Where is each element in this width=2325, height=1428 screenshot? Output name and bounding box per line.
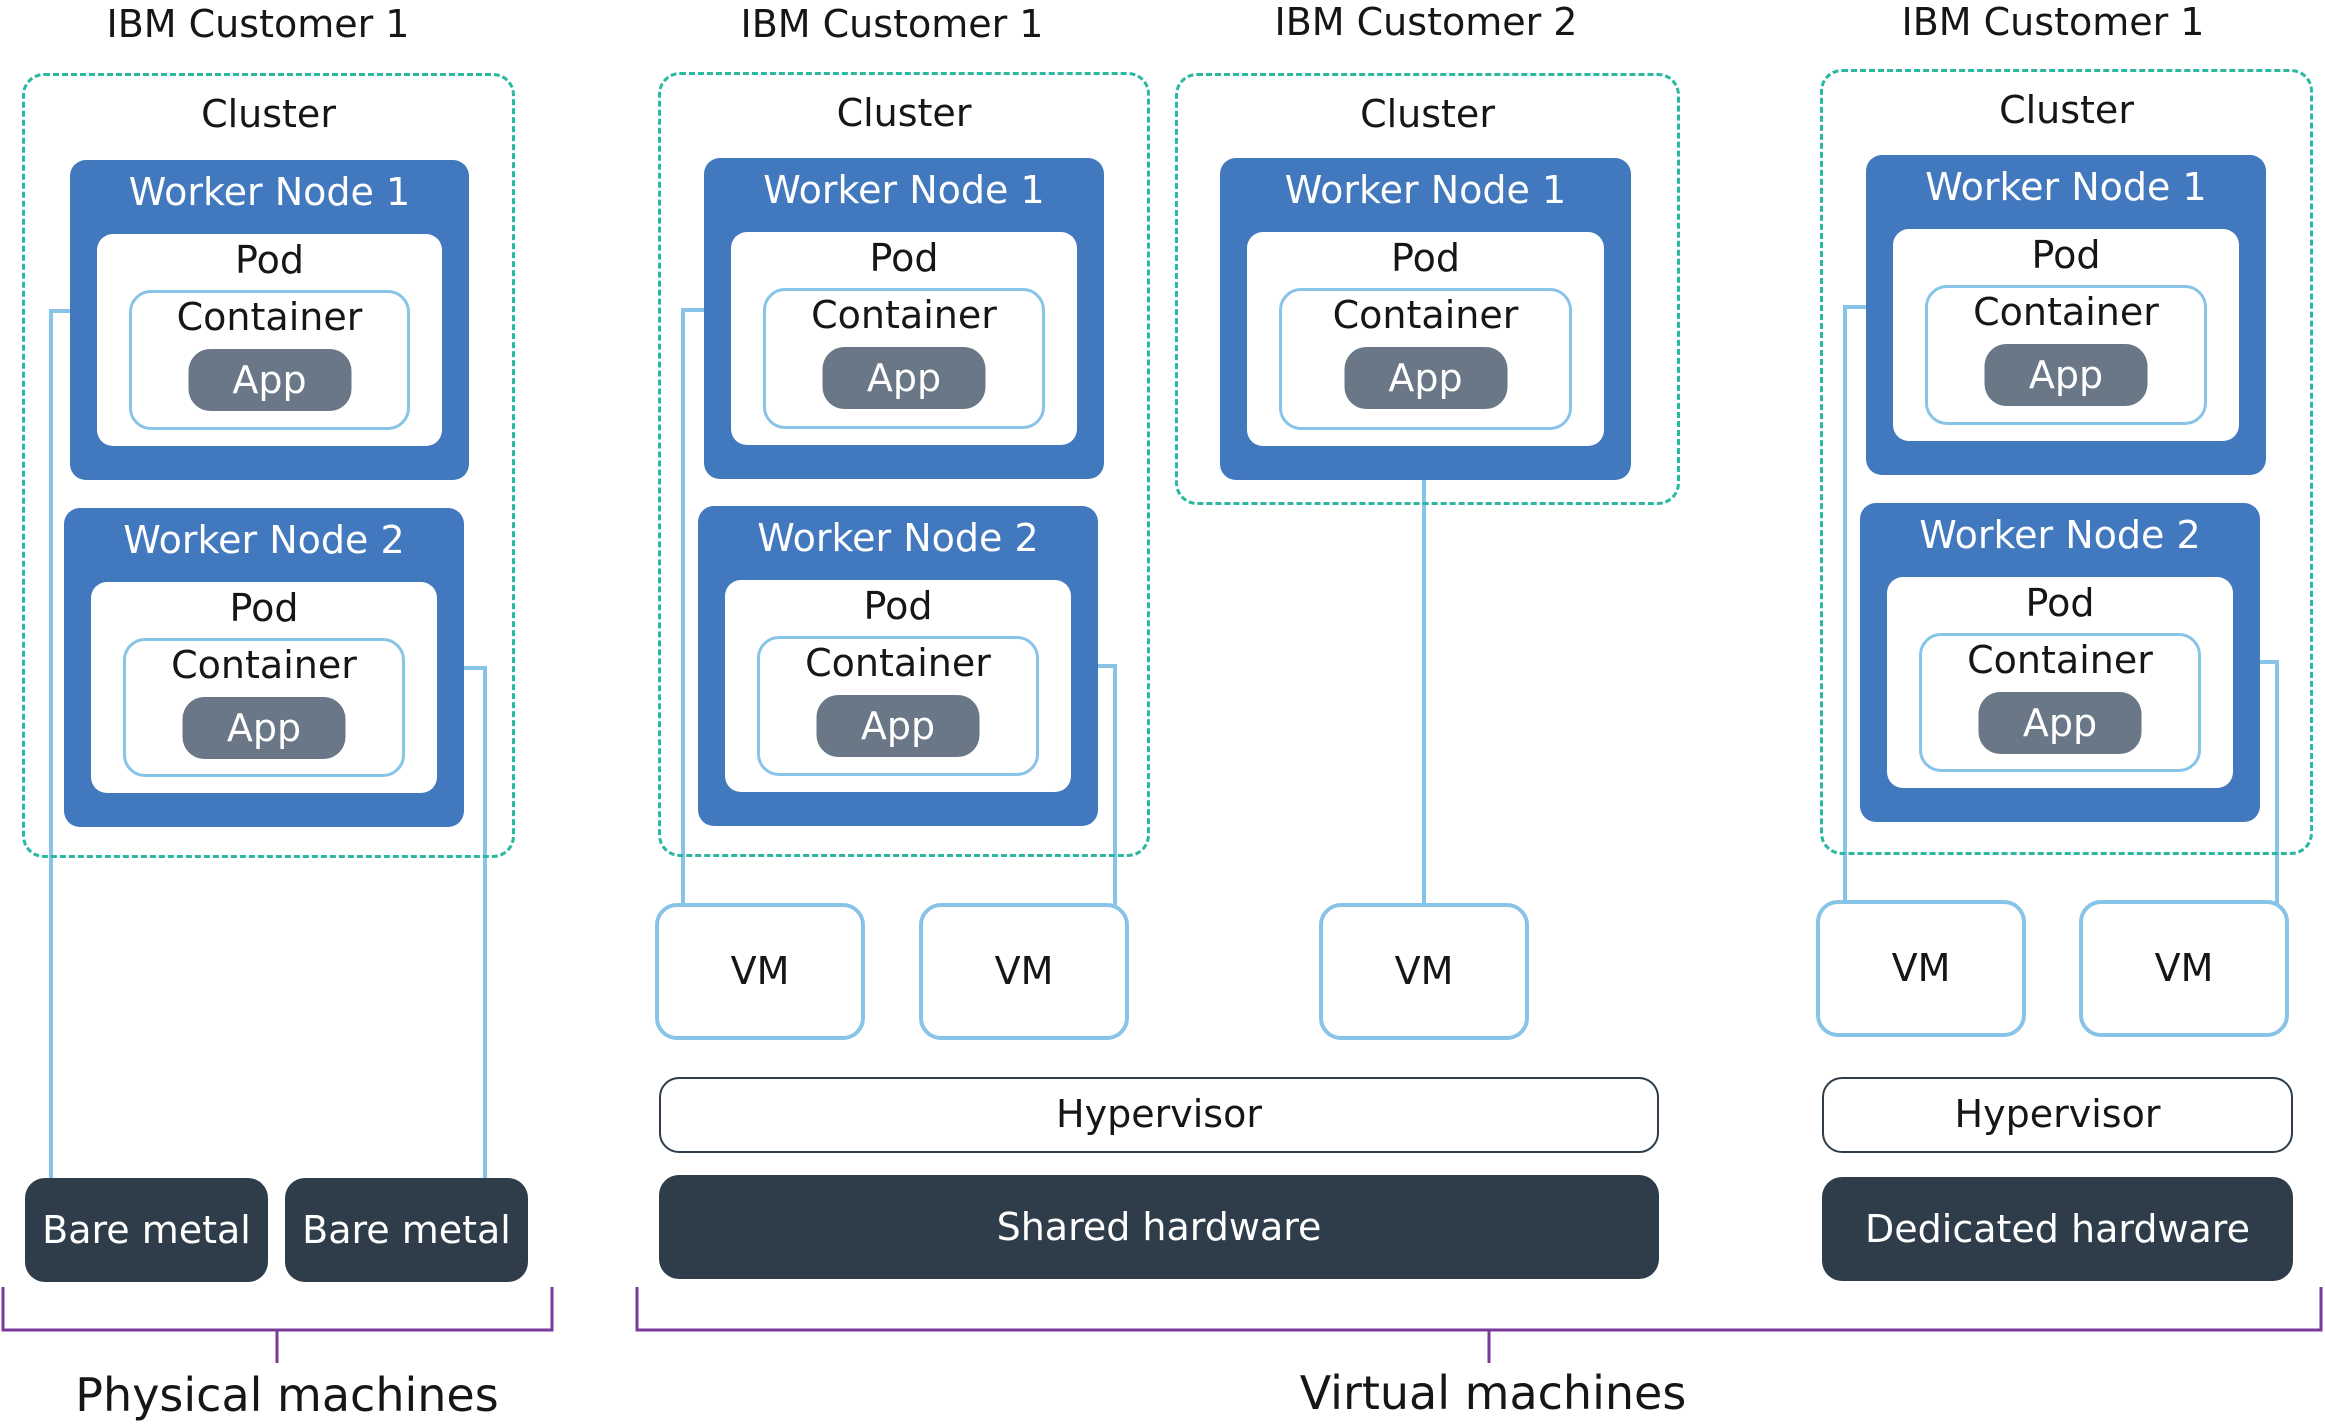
cluster: Cluster [1820, 69, 2313, 855]
pod: Pod Container App [97, 234, 442, 446]
worker-node: Worker Node 2 Pod Container App [64, 508, 464, 827]
connector-line [464, 666, 487, 1180]
hypervisor-box: Hypervisor [1822, 1077, 2293, 1153]
vm-box: VM [1319, 903, 1529, 1040]
worker-node: Worker Node 2 Pod Container App [1860, 503, 2260, 822]
container: Container App [763, 288, 1045, 429]
container: Container App [757, 636, 1039, 776]
app-badge: App [1344, 347, 1507, 409]
customer-label: IBM Customer 1 [106, 2, 410, 46]
worker-node-title: Worker Node 1 [1284, 168, 1567, 212]
pod: Pod Container App [1893, 229, 2239, 441]
worker-node-title: Worker Node 2 [1919, 513, 2201, 557]
pod-title: Pod [235, 238, 304, 282]
worker-node: Worker Node 1 Pod Container App [70, 160, 469, 480]
vm-box: VM [919, 903, 1129, 1040]
customer-label: IBM Customer 2 [1274, 0, 1578, 44]
app-badge: App [1978, 692, 2142, 754]
cluster: Cluster [658, 72, 1150, 857]
container: Container App [1919, 633, 2201, 772]
worker-node: Worker Node 2 Pod Container App [698, 506, 1098, 826]
worker-node: Worker Node 1 Pod Container App [1220, 158, 1631, 480]
virtual-bracket [635, 1287, 2323, 1332]
bare-metal-box: Bare metal [285, 1178, 528, 1282]
pod: Pod Container App [1887, 577, 2233, 788]
container-title: Container [1973, 290, 2159, 334]
app-badge: App [1984, 344, 2148, 406]
customer-label: IBM Customer 1 [1901, 0, 2205, 44]
pod-title: Pod [2025, 581, 2095, 625]
vm-box: VM [2079, 900, 2289, 1037]
container-title: Container [176, 295, 363, 339]
connector-line [1098, 664, 1117, 910]
pod-title: Pod [869, 236, 939, 280]
cluster-title: Cluster [836, 91, 972, 135]
app-badge: App [822, 347, 986, 409]
container: Container App [123, 638, 405, 777]
cluster-title: Cluster [1360, 92, 1495, 136]
cluster: Cluster [1175, 73, 1680, 505]
virtual-machines-label: Virtual machines [1299, 1366, 1687, 1420]
shared-hardware-box: Shared hardware [659, 1175, 1659, 1279]
container-title: Container [811, 293, 997, 337]
container: Container App [1925, 285, 2207, 425]
connector-line [49, 309, 70, 1180]
app-badge: App [816, 695, 980, 757]
physical-bracket [1, 1287, 554, 1332]
pod: Pod Container App [725, 580, 1071, 792]
container-title: Container [171, 643, 357, 687]
worker-node-title: Worker Node 1 [1925, 165, 2207, 209]
app-badge: App [188, 349, 351, 411]
cluster-title: Cluster [1999, 88, 2134, 132]
hypervisor-box: Hypervisor [659, 1077, 1659, 1153]
pod: Pod Container App [731, 232, 1077, 445]
worker-node: Worker Node 1 Pod Container App [704, 158, 1104, 479]
dedicated-hardware-box: Dedicated hardware [1822, 1177, 2293, 1281]
pod: Pod Container App [91, 582, 437, 793]
pod-title: Pod [2031, 233, 2101, 277]
pod-title: Pod [863, 584, 933, 628]
physical-machines-label: Physical machines [75, 1368, 499, 1422]
pod-title: Pod [1391, 236, 1460, 280]
customer-label: IBM Customer 1 [740, 2, 1044, 46]
container-title: Container [1332, 293, 1519, 337]
connector-line [1843, 305, 1866, 907]
pod: Pod Container App [1247, 232, 1604, 446]
connector-line [681, 308, 704, 910]
container-title: Container [1967, 638, 2153, 682]
vm-box: VM [655, 903, 865, 1040]
app-badge: App [182, 697, 346, 759]
container: Container App [129, 290, 410, 430]
vm-box: VM [1816, 900, 2026, 1037]
container: Container App [1279, 288, 1572, 430]
connector-line [2260, 660, 2279, 907]
worker-node-title: Worker Node 2 [757, 516, 1039, 560]
worker-node: Worker Node 1 Pod Container App [1866, 155, 2266, 475]
cluster-title: Cluster [201, 92, 336, 136]
cluster: Cluster [22, 73, 515, 858]
container-title: Container [805, 641, 991, 685]
bare-metal-box: Bare metal [25, 1178, 268, 1282]
pod-title: Pod [229, 586, 299, 630]
worker-node-title: Worker Node 2 [123, 518, 405, 562]
worker-node-title: Worker Node 1 [128, 170, 411, 214]
worker-node-title: Worker Node 1 [763, 168, 1045, 212]
